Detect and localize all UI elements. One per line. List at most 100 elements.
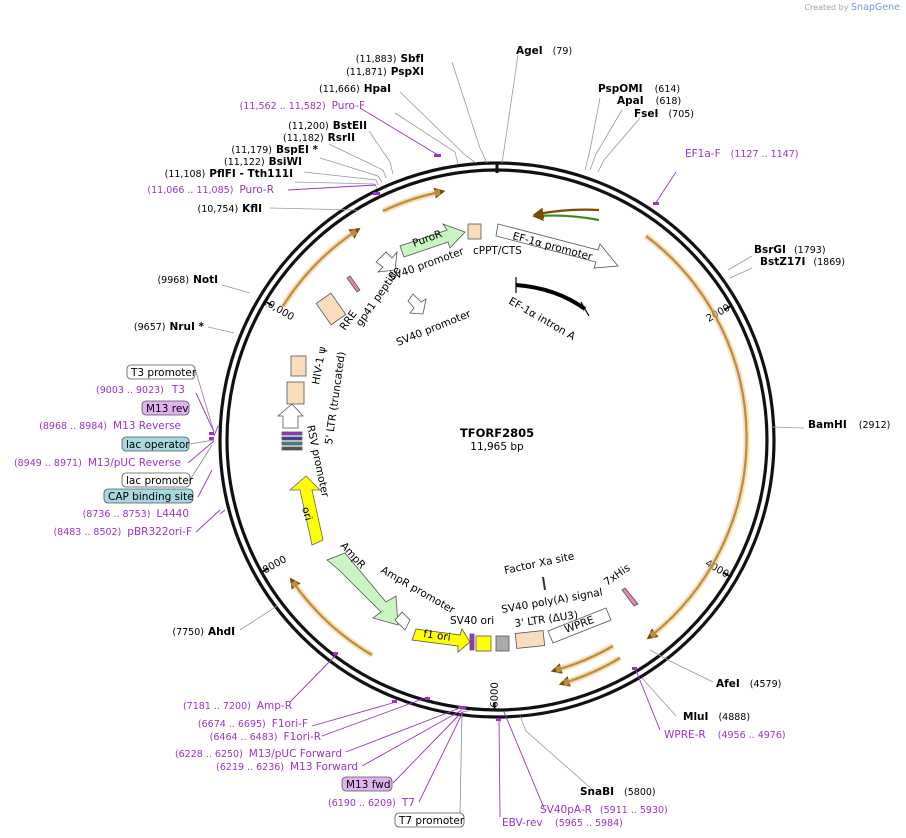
box-label-lac-promoter: lac promoter (126, 475, 194, 487)
enzyme-label-hpai: (11,666)HpaI (319, 83, 391, 95)
box-label-t7-promoter: T7 promoter (398, 815, 465, 827)
primer-label-m13-forward: (6219 .. 6236)M13 Forward (216, 761, 358, 773)
lac-stripe (281, 446, 303, 451)
enzyme-label-noti: (9968)NotI (157, 274, 218, 286)
primer-label-puro-r: (11,066 .. 11,085)Puro-R (147, 184, 274, 196)
ef1a-intron-arc (515, 283, 587, 311)
f1-ori-arrow (411, 628, 471, 653)
feature-label-sv40-ori: SV40 ori (450, 615, 494, 627)
tick-mark (261, 567, 270, 573)
feature-label-ef1a-intron: EF-1α intron A (507, 295, 578, 343)
primer-label-f1ori-r: (6464 .. 6483)F1ori-R (210, 731, 321, 743)
primer-label-ebv-rev-pos: (5965 .. 5984) (555, 818, 623, 829)
ltr3-box (514, 630, 546, 649)
primer-leaders (187, 107, 677, 818)
plasmid-size: 11,965 bp (470, 441, 524, 453)
enzyme-leaders (207, 54, 805, 792)
enzyme-label-bamhi: BamHI(2912) (808, 419, 890, 431)
enzyme-label-sbfi: (11,883)SbfI (356, 53, 424, 65)
inner-features (276, 223, 639, 653)
box-label-m13-rev: M13 rev (146, 403, 189, 415)
primer-arc-green (532, 210, 600, 222)
feature-label-ori: ori (299, 506, 314, 522)
primer-label-wpre-r: WPRE-R(4956 .. 4976) (664, 729, 786, 741)
primer-label-ebv-rev: EBV-rev (502, 817, 543, 829)
primer-label-sv40pa-r: SV40pA-R(5911 .. 5930) (540, 804, 668, 816)
sv40-promoter-arrow-1 (375, 250, 398, 273)
ltr3-grey-box (495, 635, 510, 652)
orf-arc (532, 207, 600, 219)
primer-label-t7: (6190 .. 6209)T7 (328, 797, 415, 809)
feature-grey-lines (189, 371, 473, 815)
ltr5-box (286, 381, 305, 405)
feature-label-sv40-promoter-2: SV40 promoter (395, 308, 474, 349)
his-tag (621, 587, 639, 607)
snapgene-brand: Created by SnapGene (804, 2, 900, 13)
feature-label-his: 7xHis (602, 562, 633, 589)
ef1a-promoter-arrow (495, 223, 619, 269)
primer-label-ef1a-f: EF1a-F(1127 .. 1147) (685, 148, 798, 160)
ampr-arrow (326, 552, 399, 626)
tick-mark (722, 571, 731, 578)
enzyme-label-nrui: (9657)NruI * (134, 321, 205, 333)
enzyme-label-apai: ApaI(618) (617, 95, 681, 107)
feature-label-hiv-psi: HIV-1 ψ (310, 346, 328, 386)
feature-label-sv40-polya: SV40 poly(A) signal (500, 586, 603, 616)
feature-label-ltr5: 5' LTR (truncated) (323, 351, 348, 446)
enzyme-label-bsteii: (11,200)BstEII (288, 120, 367, 132)
sv40-ori-stripe (469, 633, 475, 651)
enzyme-label-ahdi: (7750)AhdI (172, 626, 235, 638)
boxed-labels: T3 promoter M13 rev lac operator lac pro… (103, 364, 465, 828)
ampr-promoter-arrow (394, 611, 411, 631)
box-label-lac-operator: lac operator (126, 439, 190, 451)
primer-label-m13-reverse: (8968 .. 8984)M13 Reverse (39, 420, 181, 432)
lac-stripe (281, 436, 303, 441)
enzyme-label-mlui: MluI(4888) (683, 711, 750, 723)
primer-label-t3: (9003 .. 9023)T3 (96, 384, 185, 396)
tick-label: 8000 (261, 554, 289, 576)
enzyme-label-snabi: SnaBI(5800) (580, 786, 656, 798)
primer-label-m13-puc-reverse: (8949 .. 8971)M13/pUC Reverse (14, 457, 181, 469)
wpre-arrow (547, 607, 612, 644)
enzyme-label-bsrgi: BsrGI(1793) (754, 244, 826, 256)
lac-stripe (281, 431, 303, 436)
primer-label-m13-puc-forward: (6228 .. 6250)M13/pUC Forward (175, 748, 342, 760)
primer-label-puro-f: (11,562 .. 11,582)Puro-F (240, 100, 365, 112)
enzyme-labels: (11,883)SbfI AgeI(79) (11,871)PspXI (11,… (134, 45, 890, 798)
rsv-promoter-arrow (276, 403, 304, 429)
enzyme-label-pflfi: (11,108)PflFI - Tth111I (165, 168, 293, 180)
enzyme-label-pspomi: PspOMI(614) (598, 83, 680, 95)
enzyme-label-bsiwi: (11,122)BsiWI (224, 156, 302, 168)
enzyme-label-afei: AfeI(4579) (716, 678, 781, 690)
primer-label-l4440: (8736 .. 8753)L4440 (83, 508, 189, 520)
plasmid-name: TFORF2805 (460, 426, 534, 440)
gp41-peptide (346, 275, 361, 293)
enzyme-label-bstz17i: BstZ17I(1869) (760, 256, 845, 268)
sv40-promoter-arrow-2 (407, 293, 427, 315)
snapgene-logo: SnapGene (851, 2, 900, 13)
cppt-box (467, 223, 482, 240)
enzyme-label-agei: AgeI(79) (516, 45, 572, 57)
enzyme-label-bspei: (11,179)BspEI * (231, 144, 318, 156)
enzyme-label-kfli: (10,754)KflI (198, 203, 262, 215)
feature-label-factor-xa: Factor Xa site (503, 550, 575, 577)
feature-label-cppt: cPPT/CTS (473, 245, 522, 257)
primer-label-amp-r: (7181 .. 7200)Amp-R (183, 700, 292, 712)
enzyme-label-fsei: FseI(705) (634, 108, 694, 120)
primer-label-f1ori-f: (6674 .. 6695)F1ori-F (198, 718, 308, 730)
factor-xa-mark (542, 576, 546, 591)
feature-label-f1-ori: f1 ori (423, 628, 452, 644)
box-label-m13-fwd: M13 fwd (346, 779, 391, 791)
puror-arrow (399, 223, 466, 258)
tick-mark (723, 304, 732, 311)
box-label-t3-promoter: T3 promoter (130, 367, 197, 379)
tick-label: 6000 (490, 682, 501, 708)
enzyme-label-rsrii: (11,182)RsrII (283, 132, 355, 144)
tick-mark (264, 300, 273, 307)
lac-stripe (281, 441, 303, 446)
hiv-psi-box (290, 355, 307, 377)
ori-arrow (288, 475, 324, 546)
intron-cap (580, 301, 590, 317)
rre-box (315, 292, 347, 326)
